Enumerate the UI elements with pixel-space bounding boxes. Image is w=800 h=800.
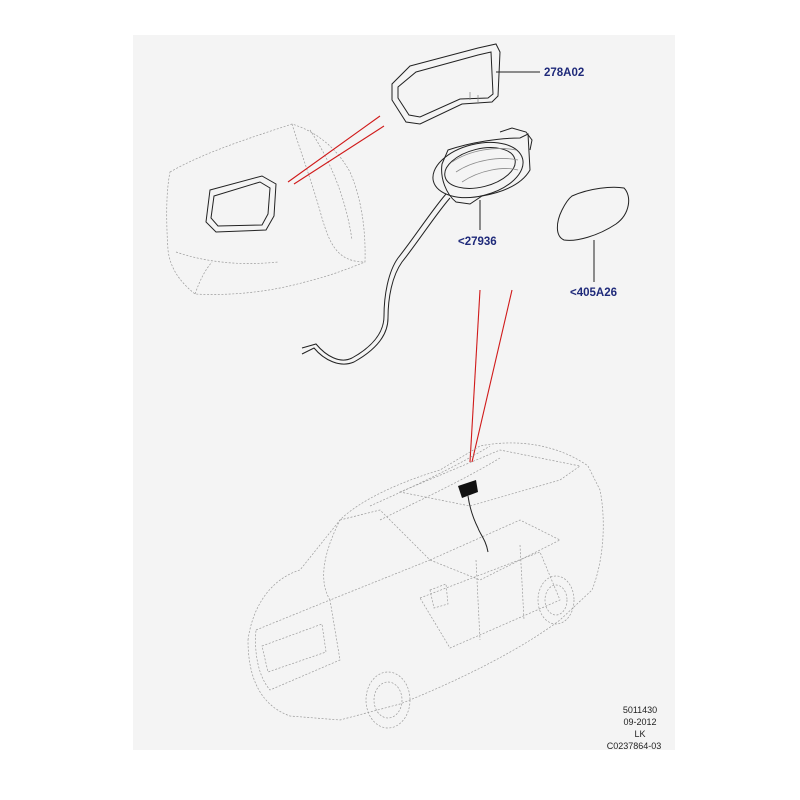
reference-code-2: C0237864-03	[607, 741, 662, 751]
reference-code-1: 5011430	[623, 705, 657, 715]
callout-27936: <27936	[458, 236, 497, 248]
wheel-arch-panel	[166, 123, 366, 295]
fuel-door-405a26	[556, 186, 630, 241]
release-cable	[301, 193, 447, 361]
vehicle-outline	[247, 442, 604, 729]
reference-initials: LK	[634, 729, 645, 739]
panel-gasket	[205, 175, 277, 233]
callout-leaders	[479, 71, 595, 282]
release-cable-outer	[301, 197, 451, 365]
vehicle-fuel-door	[458, 480, 489, 553]
gasket-278a02	[391, 43, 501, 125]
red-leader-lines	[287, 115, 513, 463]
diagram-sheet	[133, 35, 675, 750]
callout-405a26: <405A26	[570, 287, 617, 299]
callout-278a02: 278A02	[544, 67, 584, 79]
filler-housing-27936	[432, 127, 533, 205]
reference-date: 09-2012	[623, 717, 656, 727]
